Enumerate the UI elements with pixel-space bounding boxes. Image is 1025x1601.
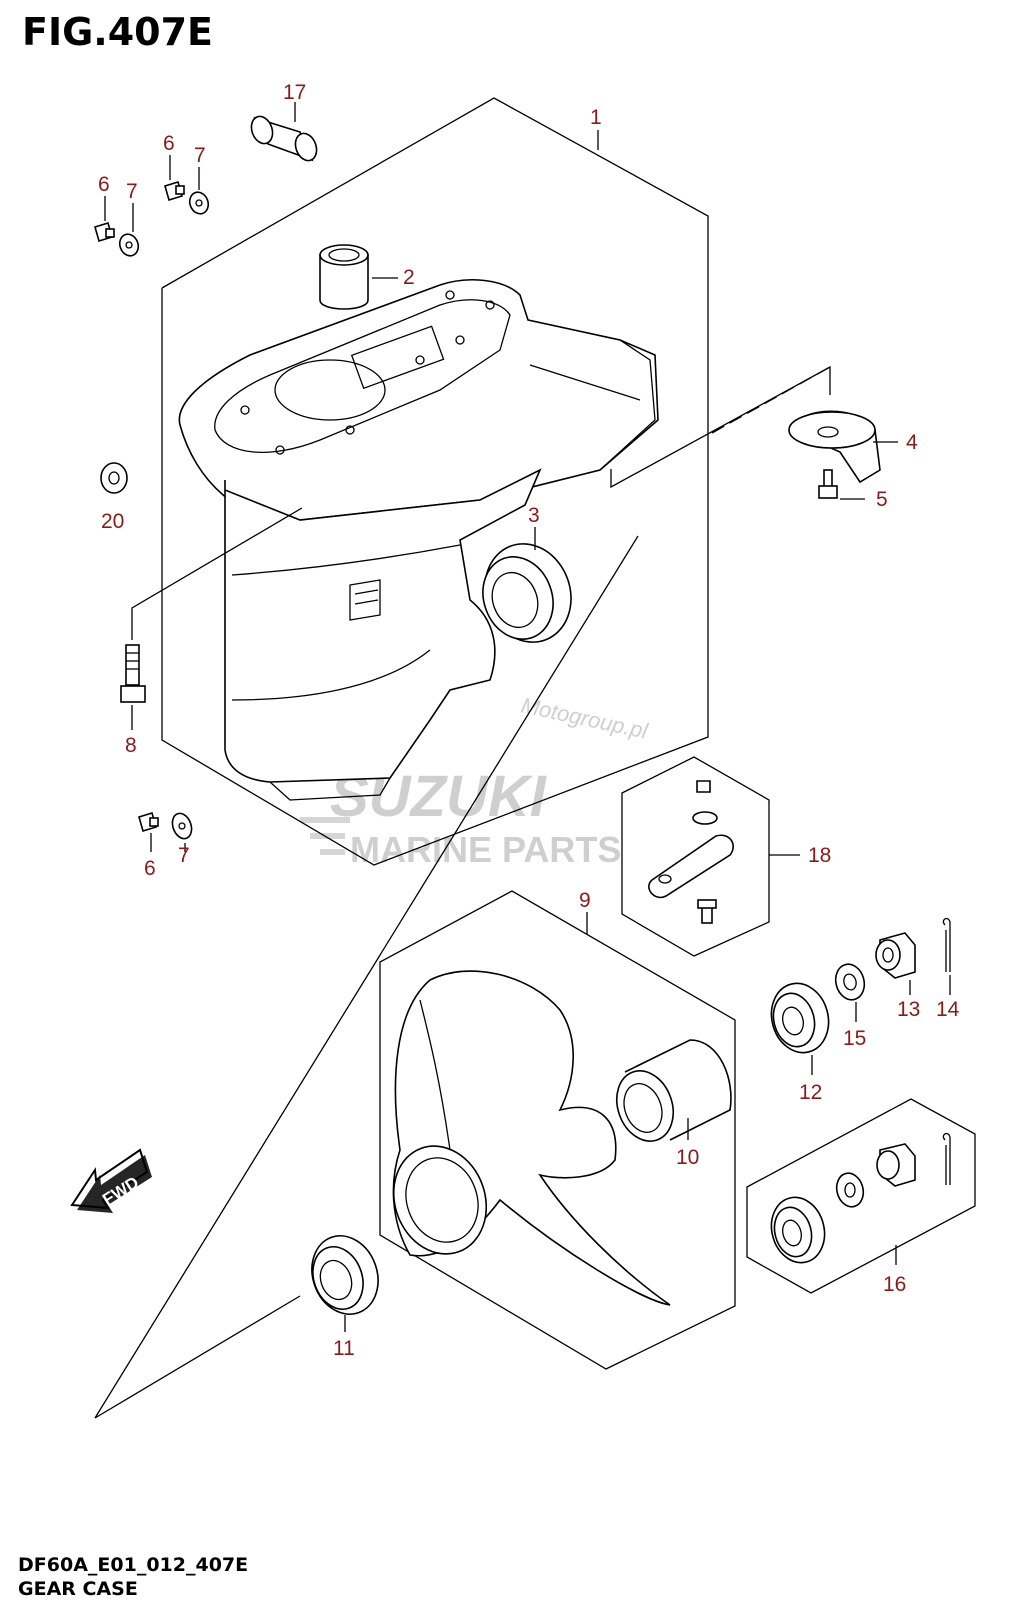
part-4-anode bbox=[610, 365, 898, 489]
watermark-subtitle: MARINE PARTS bbox=[350, 829, 621, 870]
part-9-propeller-group-outline bbox=[379, 890, 736, 1370]
label-12: 12 bbox=[799, 1081, 822, 1104]
label-13: 13 bbox=[897, 998, 920, 1021]
leader-lines bbox=[94, 535, 639, 1419]
label-7-low: 7 bbox=[178, 844, 190, 867]
label-9: 9 bbox=[579, 889, 591, 912]
part-13-nut bbox=[875, 932, 916, 995]
label-1: 1 bbox=[590, 106, 602, 129]
part-17-plug bbox=[250, 102, 318, 162]
label-6-top: 6 bbox=[163, 132, 175, 155]
part-8-bolt bbox=[120, 507, 303, 730]
label-16: 16 bbox=[883, 1273, 906, 1296]
part-18-trim-tab-kit bbox=[621, 756, 800, 957]
part-11-thrust-washer bbox=[311, 1235, 379, 1332]
small-bolts-lower bbox=[138, 811, 193, 852]
part-14-cotter-pin bbox=[942, 917, 951, 995]
part-15-washer bbox=[834, 963, 866, 1022]
figure-name: GEAR CASE bbox=[18, 1578, 138, 1600]
fwd-arrow-icon: FWD bbox=[70, 1148, 152, 1213]
gear-case-group-outline bbox=[161, 97, 709, 866]
part-2-bushing bbox=[319, 244, 398, 310]
label-15: 15 bbox=[843, 1027, 866, 1050]
label-4: 4 bbox=[906, 431, 918, 454]
label-5: 5 bbox=[876, 488, 888, 511]
label-6-mid: 6 bbox=[98, 173, 110, 196]
label-17: 17 bbox=[283, 81, 306, 104]
label-14: 14 bbox=[936, 998, 960, 1021]
label-18: 18 bbox=[808, 844, 831, 867]
part-3-bearing bbox=[482, 527, 572, 643]
label-7-top: 7 bbox=[194, 144, 206, 167]
label-7-mid: 7 bbox=[126, 180, 138, 203]
part-12-stopper bbox=[770, 982, 830, 1075]
label-2: 2 bbox=[403, 266, 415, 289]
label-8: 8 bbox=[125, 734, 137, 757]
figure-code: DF60A_E01_012_407E bbox=[18, 1554, 249, 1576]
part-20-nut bbox=[100, 462, 128, 494]
small-bolts-top bbox=[94, 155, 210, 257]
figure-title: FIG.407E bbox=[22, 10, 214, 54]
part-labels: 1 2 3 4 5 6 6 6 7 7 7 8 9 10 11 12 13 14… bbox=[98, 81, 960, 1360]
watermark-site: Motogroup.pl bbox=[519, 692, 651, 743]
label-10: 10 bbox=[676, 1146, 699, 1169]
label-3: 3 bbox=[528, 504, 540, 527]
part-5-bolt bbox=[818, 469, 865, 500]
label-11: 11 bbox=[333, 1337, 355, 1360]
propeller bbox=[392, 970, 671, 1306]
label-20: 20 bbox=[101, 510, 124, 533]
part-16-kit-outline bbox=[746, 1098, 976, 1294]
label-6-low: 6 bbox=[144, 857, 156, 880]
part-10-spacer bbox=[615, 1039, 732, 1142]
gear-case-housing bbox=[178, 279, 659, 801]
